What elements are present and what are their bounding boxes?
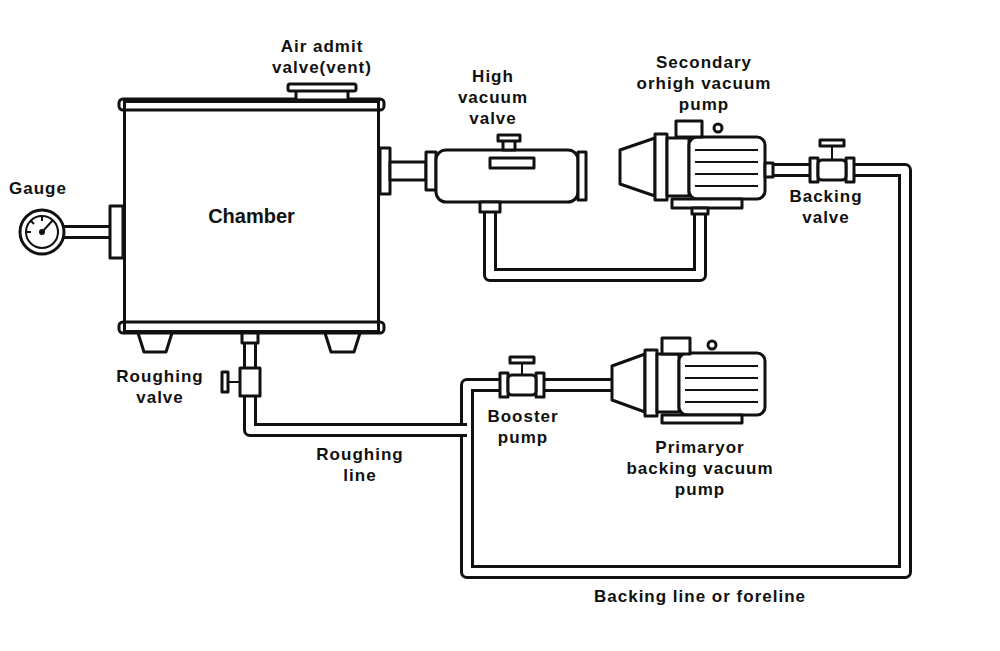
pipe-line [62,225,112,239]
part-label: Gauge [3,178,73,199]
vent-valve [288,84,356,91]
high-vacuum-pump [695,173,758,175]
backing-pump [685,401,758,403]
chamber-body [138,333,172,352]
backing-pump [685,377,758,379]
high-vacuum-valve [490,158,534,168]
high-vacuum-pump [667,138,689,196]
roughing-valve [222,372,228,392]
backing-valve [820,140,844,146]
high-vacuum-pump [714,124,722,132]
backing-valve [818,160,846,180]
high-vacuum-pump [655,134,667,200]
high-vacuum-pump [620,121,773,214]
high-vacuum-pump [689,137,765,199]
backing-pump [662,338,690,354]
part-label: Primaryor backing vacuum pump [620,437,780,500]
booster-valve [521,363,523,375]
vent-valve [288,84,356,100]
high-vacuum-pump [695,161,758,163]
high-vacuum-valve [436,150,578,202]
part-label: Secondary orhigh vacuum pump [629,52,779,115]
part-label: Roughing valve [110,366,210,408]
pressure-gauge [27,231,31,233]
high-vacuum-valve [480,202,500,212]
booster-valve [500,357,544,397]
part-label: High vacuum valve [448,66,538,129]
part-label: Backing line or foreline [550,586,850,607]
part-label: Booster pump [478,406,568,448]
high-vacuum-pump [695,149,758,151]
part-label: Air admit valve(vent) [252,36,392,78]
pipe-line [250,340,467,430]
high-vacuum-pump [676,121,702,137]
booster-valve [508,375,536,395]
part-label: Roughing line [310,444,410,486]
pressure-gauge [20,210,64,254]
pressure-gauge [41,217,43,221]
backing-pump [657,354,679,412]
pressure-gauge [110,206,123,258]
pressure-gauge [20,206,123,258]
booster-valve [510,357,534,363]
backing-valve [810,140,854,182]
pipe-line [467,170,905,572]
roughing-valve [242,333,258,343]
roughing-valve [228,381,240,383]
chamber-body [119,99,384,352]
pipe-line [62,228,112,236]
backing-valve [831,146,833,160]
backing-pump [685,389,758,391]
backing-pump [708,341,716,349]
high-vacuum-pump [620,138,655,196]
high-vacuum-valve [578,152,586,200]
chamber-box: Chamber [123,100,380,333]
pressure-gauge [39,229,45,235]
pressure-gauge [31,221,34,224]
pipe-line [250,340,467,430]
pressure-gauge [26,216,58,248]
backing-pump [662,415,742,423]
pipe-line [490,210,700,275]
roughing-valve [222,333,260,396]
high-vacuum-pump [765,163,773,177]
backing-pump [679,353,765,415]
high-vacuum-valve [380,135,586,212]
roughing-valve [240,368,260,396]
high-vacuum-pump [692,208,708,214]
backing-pump [612,338,765,423]
backing-pump [612,354,645,412]
backing-pump [645,350,657,416]
backing-pump [685,365,758,367]
high-vacuum-pump [695,185,758,187]
chamber-body [123,100,380,333]
chamber-body [325,333,360,352]
pipe-line [467,170,905,572]
high-vacuum-valve [390,162,426,180]
node-label: Chamber [208,205,295,228]
high-vacuum-valve [498,135,520,141]
part-label: Backing valve [781,186,871,228]
pipe-line [490,210,700,275]
